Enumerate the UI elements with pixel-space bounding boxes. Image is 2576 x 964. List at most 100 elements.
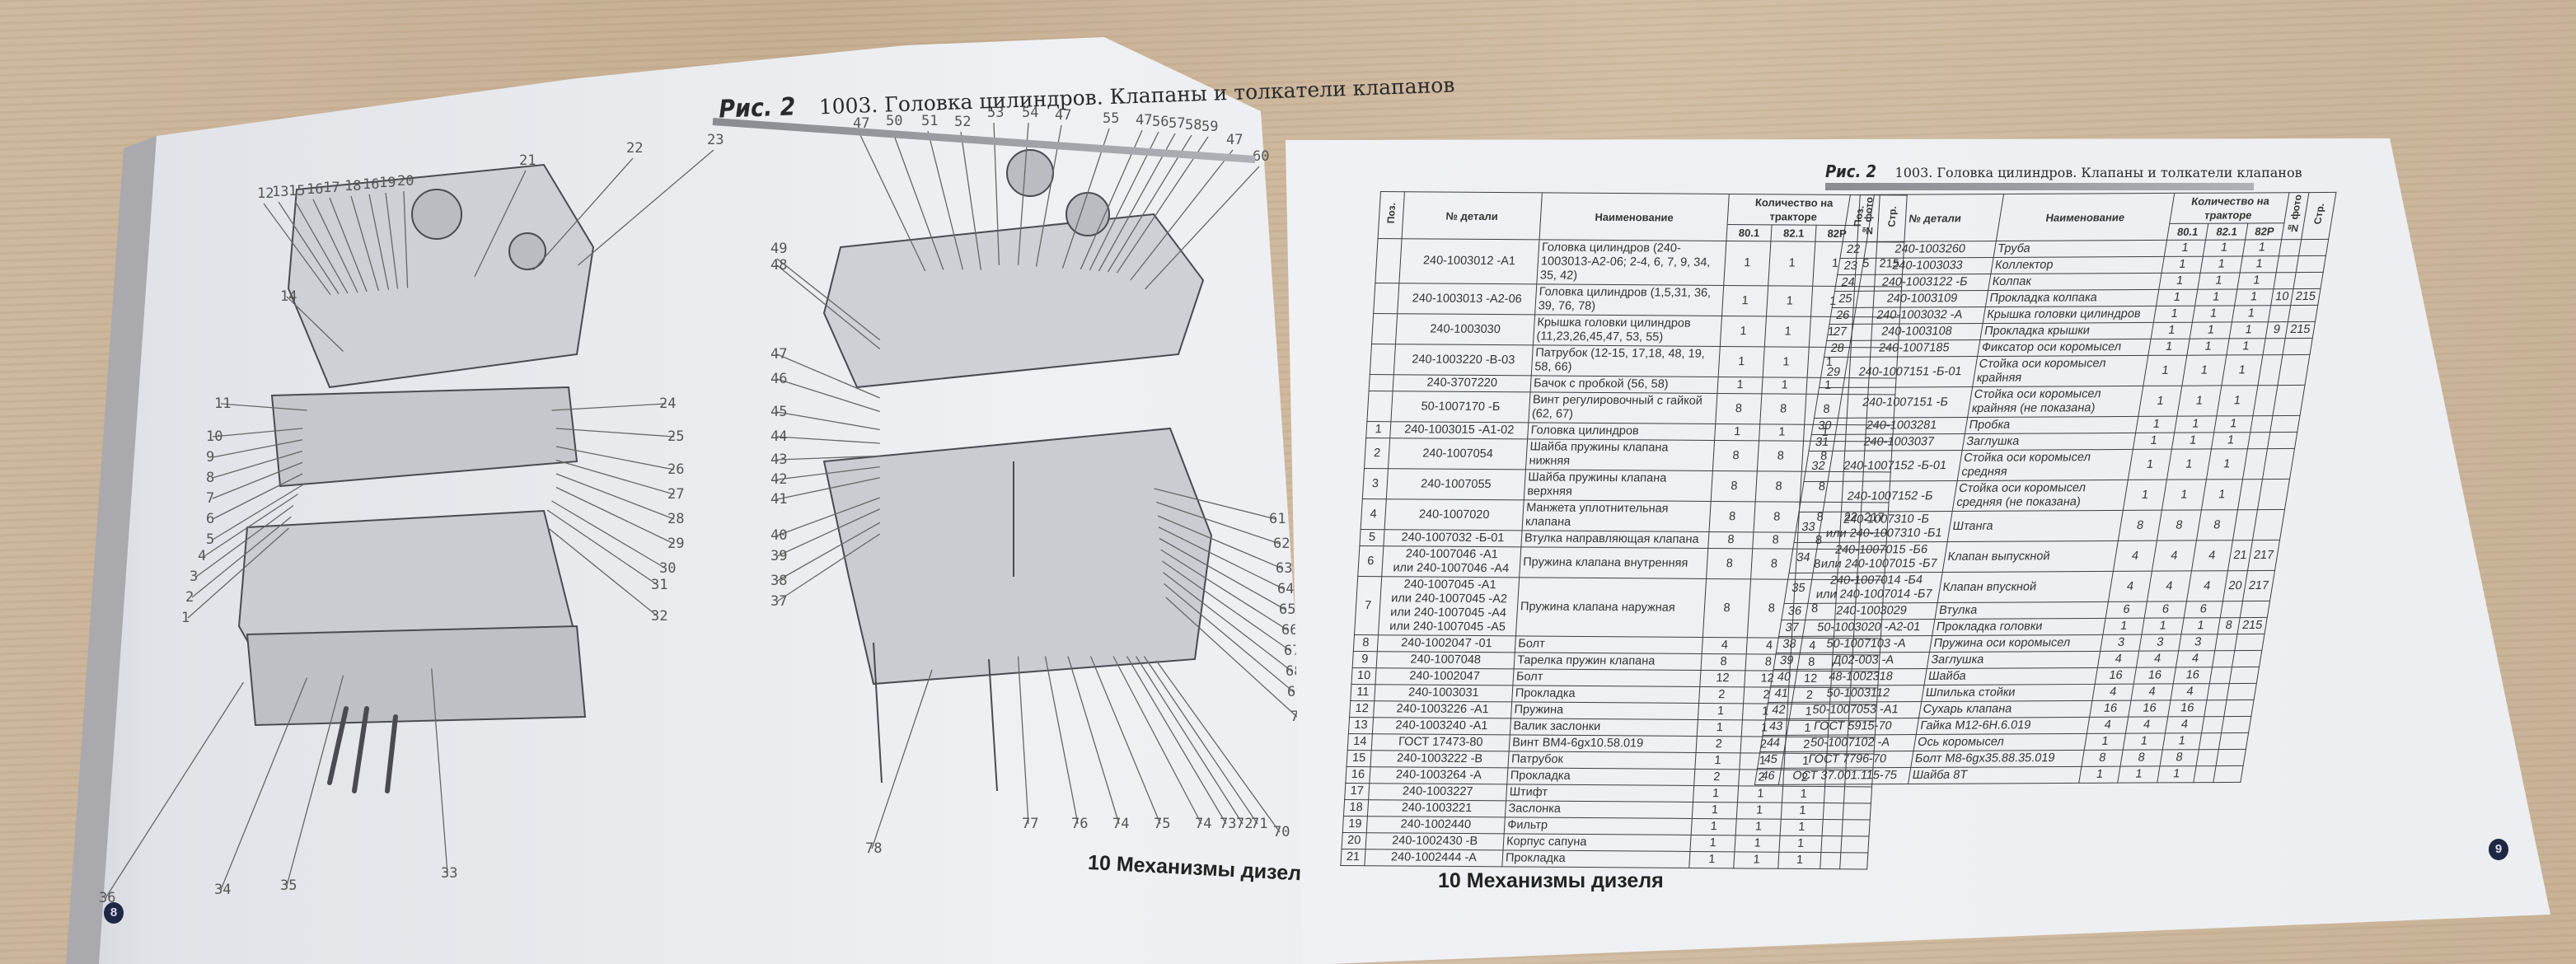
cell-page: 215 xyxy=(2285,321,2316,339)
cell-part-no: ОСТ 37.001.115-75 xyxy=(1778,767,1911,785)
cell-pos: 18 xyxy=(1343,799,1369,817)
cell-photo: 10 xyxy=(2270,288,2293,306)
leader-line xyxy=(533,157,634,270)
cell-page xyxy=(2216,749,2246,766)
cell-part-no: ГОСТ 5915-70 xyxy=(1787,718,1919,736)
cell-name: Прокладка головки xyxy=(1932,618,2106,636)
leader-line xyxy=(859,133,926,272)
callout-number: 59 xyxy=(1201,119,1219,135)
callout-number: 15 xyxy=(288,183,306,199)
cell-part-no: 240-1003031 xyxy=(1374,684,1513,702)
cell-pos: 16 xyxy=(1345,766,1371,784)
cell-pos: 41 xyxy=(1768,686,1795,703)
cell-part-no: ГОСТ 17473-80 xyxy=(1371,733,1510,751)
callout-number: 66 xyxy=(1281,622,1299,639)
cell-photo xyxy=(1822,819,1843,836)
cell-pos xyxy=(1375,238,1403,283)
cell-qty-82-1: 1 xyxy=(2123,732,2166,751)
cell-name: Пробка xyxy=(1965,416,2138,434)
cell-part-no: 240-1002444 -А xyxy=(1364,849,1504,867)
cell-qty-82-1: 1 xyxy=(2182,354,2227,386)
leader-line xyxy=(776,411,880,431)
cell-qty-80-1: 1 xyxy=(2161,256,2204,274)
leader-line xyxy=(776,436,880,444)
leader-line xyxy=(546,526,658,617)
leader-line xyxy=(551,500,667,569)
leader-line xyxy=(294,200,349,294)
cell-pos: 38 xyxy=(1776,636,1803,653)
callout-number: 41 xyxy=(770,491,788,508)
cell-qty-80-1: 1 xyxy=(2123,480,2167,511)
cell-qty-80-1: 1 xyxy=(2164,240,2206,257)
cell-qty-82-1: 1 xyxy=(2192,305,2235,323)
cell-part-no: 50-1007053 -А1 xyxy=(1789,701,1922,719)
cell-part-no: 240-1003240 -А1 xyxy=(1372,717,1511,735)
leader-line xyxy=(187,527,289,619)
cell-photo xyxy=(2273,272,2297,289)
leader-line xyxy=(1017,656,1029,825)
cell-name: Пружина xyxy=(1510,701,1699,720)
cell-name: Пружина оси коромысел xyxy=(1929,634,2103,653)
cell-qty-80-1: 1 xyxy=(2156,289,2199,307)
callout-number: 47 xyxy=(1055,107,1072,124)
cell-page: 217 xyxy=(2242,570,2275,601)
callout-number: 43 xyxy=(770,452,788,468)
callout-number: 44 xyxy=(770,428,788,445)
cell-qty-82-1: 8 xyxy=(1752,531,1799,550)
leader-line xyxy=(191,516,292,598)
cell-page xyxy=(1843,786,1872,803)
cell-photo xyxy=(2201,716,2224,733)
col-model-header: 80.1 xyxy=(1726,224,1773,241)
callout-number: 17 xyxy=(323,180,340,196)
cell-qty-80-1: 2 xyxy=(1698,686,1745,704)
cell-name: Шпилька стойки xyxy=(1921,684,2096,702)
cell-page xyxy=(1842,819,1871,836)
callout-number: 70 xyxy=(1273,824,1290,840)
cell-pos: 5 xyxy=(1359,529,1385,546)
cell-qty-82r: 1 xyxy=(2226,338,2266,355)
callout-number: 77 xyxy=(1022,816,1039,832)
cell-pos: 9 xyxy=(1352,651,1378,668)
cell-photo xyxy=(1820,835,1843,853)
cell-page xyxy=(1843,803,1871,820)
cell-pos: 28 xyxy=(1824,340,1851,358)
cell-page: 217 xyxy=(2247,540,2280,571)
cell-qty-80-1: 1 xyxy=(1723,241,1772,286)
cell-qty-82r: 1 xyxy=(2221,354,2263,386)
cell-pos: 14 xyxy=(1347,733,1373,751)
cell-qty-80-1: 1 xyxy=(2147,339,2190,356)
cell-page xyxy=(2269,415,2300,433)
cell-name: Шайба пружины клапана нижняя xyxy=(1525,438,1715,471)
cell-qty-80-1: 1 xyxy=(2158,273,2201,290)
leader-line xyxy=(1143,656,1258,825)
cell-pos: 25 xyxy=(1832,291,1859,308)
cell-name: Коллектор xyxy=(1990,256,2165,274)
cell-name: Тарелка пружин клапана xyxy=(1514,652,1703,671)
cell-photo xyxy=(2247,432,2270,449)
cell-qty-80-1: 1 xyxy=(1697,719,1743,737)
leader-line xyxy=(776,522,881,582)
leader-line xyxy=(960,131,982,270)
cell-name: Прокладка колпака xyxy=(1985,289,2159,307)
cell-pos: 1 xyxy=(1365,421,1391,438)
cell-page xyxy=(2262,448,2295,480)
cell-pos: 23 xyxy=(1837,258,1864,275)
callout-number: 78 xyxy=(865,840,883,857)
cell-qty-82r: 6 xyxy=(2183,601,2223,618)
callout-number: 1 xyxy=(181,610,190,626)
cell-photo xyxy=(2212,650,2235,667)
cell-part-no: 240-1003012 -А1 xyxy=(1398,238,1540,284)
header-rule-right xyxy=(1825,183,2254,190)
cell-qty-80-1: 1 xyxy=(2143,355,2188,386)
cell-name: Пружина клапана наружная xyxy=(1515,577,1707,638)
cell-qty-80-1: 8 xyxy=(1707,531,1754,549)
leader-line xyxy=(776,264,881,350)
cell-photo xyxy=(2220,601,2243,618)
cell-name: Заглушка xyxy=(1962,433,2136,451)
leader-line xyxy=(993,122,1000,265)
leader-lines xyxy=(105,122,1298,899)
